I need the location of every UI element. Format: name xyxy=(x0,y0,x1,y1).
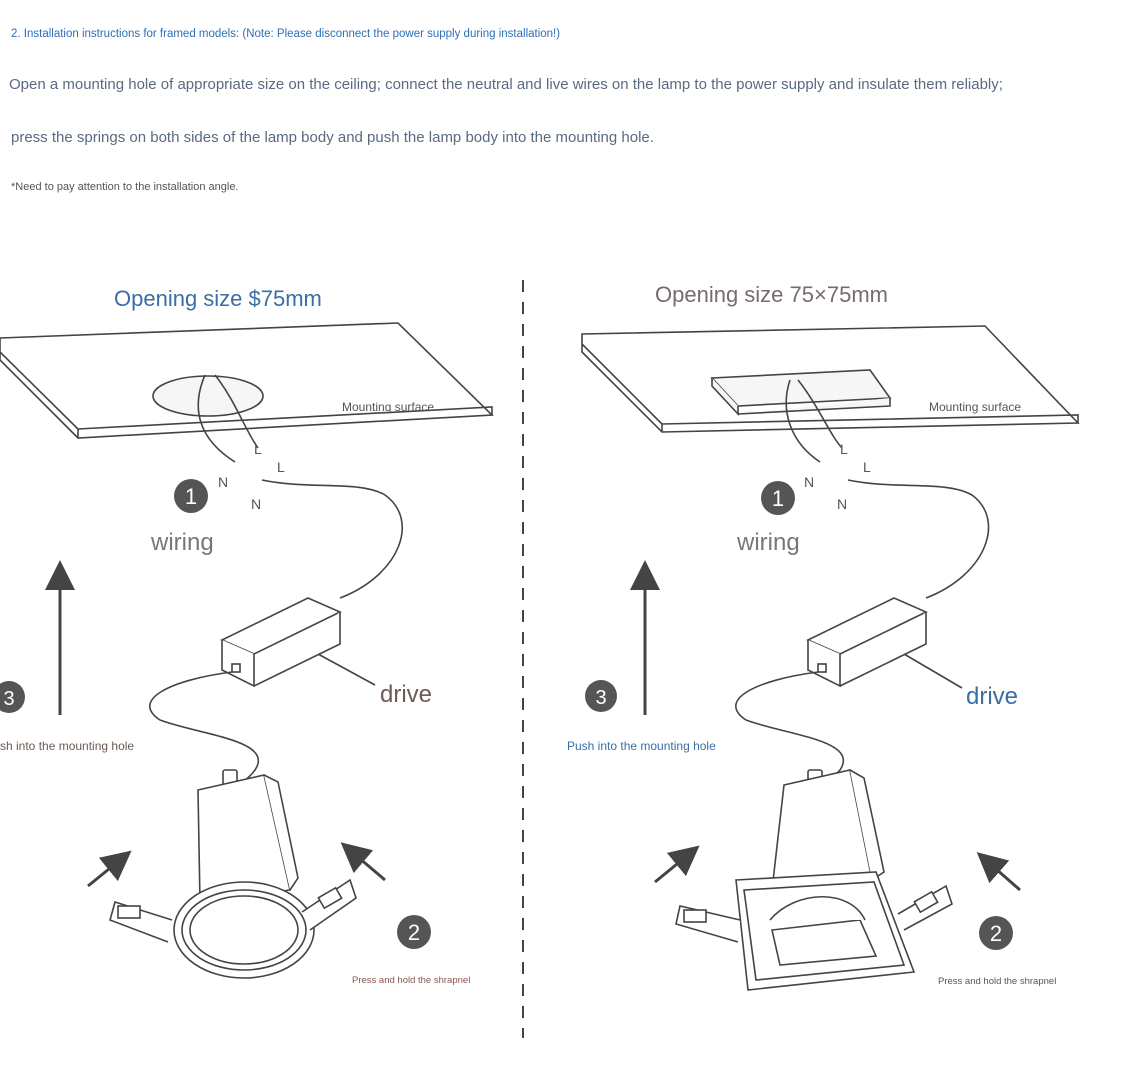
right-step2-badge xyxy=(979,916,1013,950)
right-panel xyxy=(581,325,1080,991)
left-step1-badge xyxy=(174,479,208,513)
right-wiring-label: wiring xyxy=(736,529,800,556)
left-drive-label: drive xyxy=(380,681,432,708)
right-drive-label: drive xyxy=(966,683,1018,710)
instructions-line-1: Open a mounting hole of appropriate size… xyxy=(9,76,1003,93)
right-step1-number: 1 xyxy=(772,486,784,511)
right-wire-l-upper: L xyxy=(840,441,848,457)
left-step3-number: 3 xyxy=(3,688,14,710)
left-press-arrow-left xyxy=(87,850,132,888)
left-round-hole xyxy=(152,375,264,417)
right-step1-badge xyxy=(761,481,795,515)
right-push-label: Push into the mounting hole xyxy=(567,739,716,753)
installation-diagram: Opening size $75mm Mounting surface N L … xyxy=(0,280,1080,1038)
left-step2-badge xyxy=(397,915,431,949)
left-wire-n-upper: N xyxy=(218,474,228,490)
instructions-heading: 2. Installation instructions for framed … xyxy=(11,28,561,40)
right-step2-number: 2 xyxy=(990,921,1002,946)
left-lamp xyxy=(109,769,357,979)
right-step3-badge xyxy=(585,680,617,712)
left-press-arrow-right xyxy=(340,842,386,882)
right-mounting-surface-label: Mounting surface xyxy=(929,400,1021,414)
right-step3-number: 3 xyxy=(595,687,606,709)
right-press-arrow-left xyxy=(654,845,700,884)
right-wire-l-lower: L xyxy=(863,459,871,475)
right-square-hole xyxy=(710,369,892,417)
right-press-label: Press and hold the shrapnel xyxy=(938,976,1056,987)
left-mounting-surface-label: Mounting surface xyxy=(342,400,434,414)
right-title: Opening size 75×75mm xyxy=(655,282,888,307)
installation-angle-note: *Need to pay attention to the installati… xyxy=(11,181,239,193)
left-step2-number: 2 xyxy=(408,920,420,945)
left-driver-box xyxy=(220,597,342,688)
right-wire-n-lower: N xyxy=(837,496,847,512)
left-wire-n-lower: N xyxy=(251,496,261,512)
right-press-arrow-right xyxy=(976,852,1021,892)
left-ceiling-board xyxy=(0,322,494,439)
left-wire-l-lower: L xyxy=(277,459,285,475)
left-wire-l-upper: L xyxy=(254,441,262,457)
left-step1-number: 1 xyxy=(185,484,197,509)
left-title: Opening size $75mm xyxy=(114,286,322,311)
left-wiring-label: wiring xyxy=(150,529,214,556)
right-wire-n-upper: N xyxy=(804,474,814,490)
left-step3-badge xyxy=(0,681,25,713)
left-push-label: sh into the mounting hole xyxy=(0,739,134,753)
right-driver-box xyxy=(806,597,928,688)
instructions-line-2: press the springs on both sides of the l… xyxy=(11,129,654,146)
left-press-label: Press and hold the shrapnel xyxy=(352,975,470,986)
left-panel xyxy=(0,322,494,979)
right-lamp xyxy=(675,769,953,991)
